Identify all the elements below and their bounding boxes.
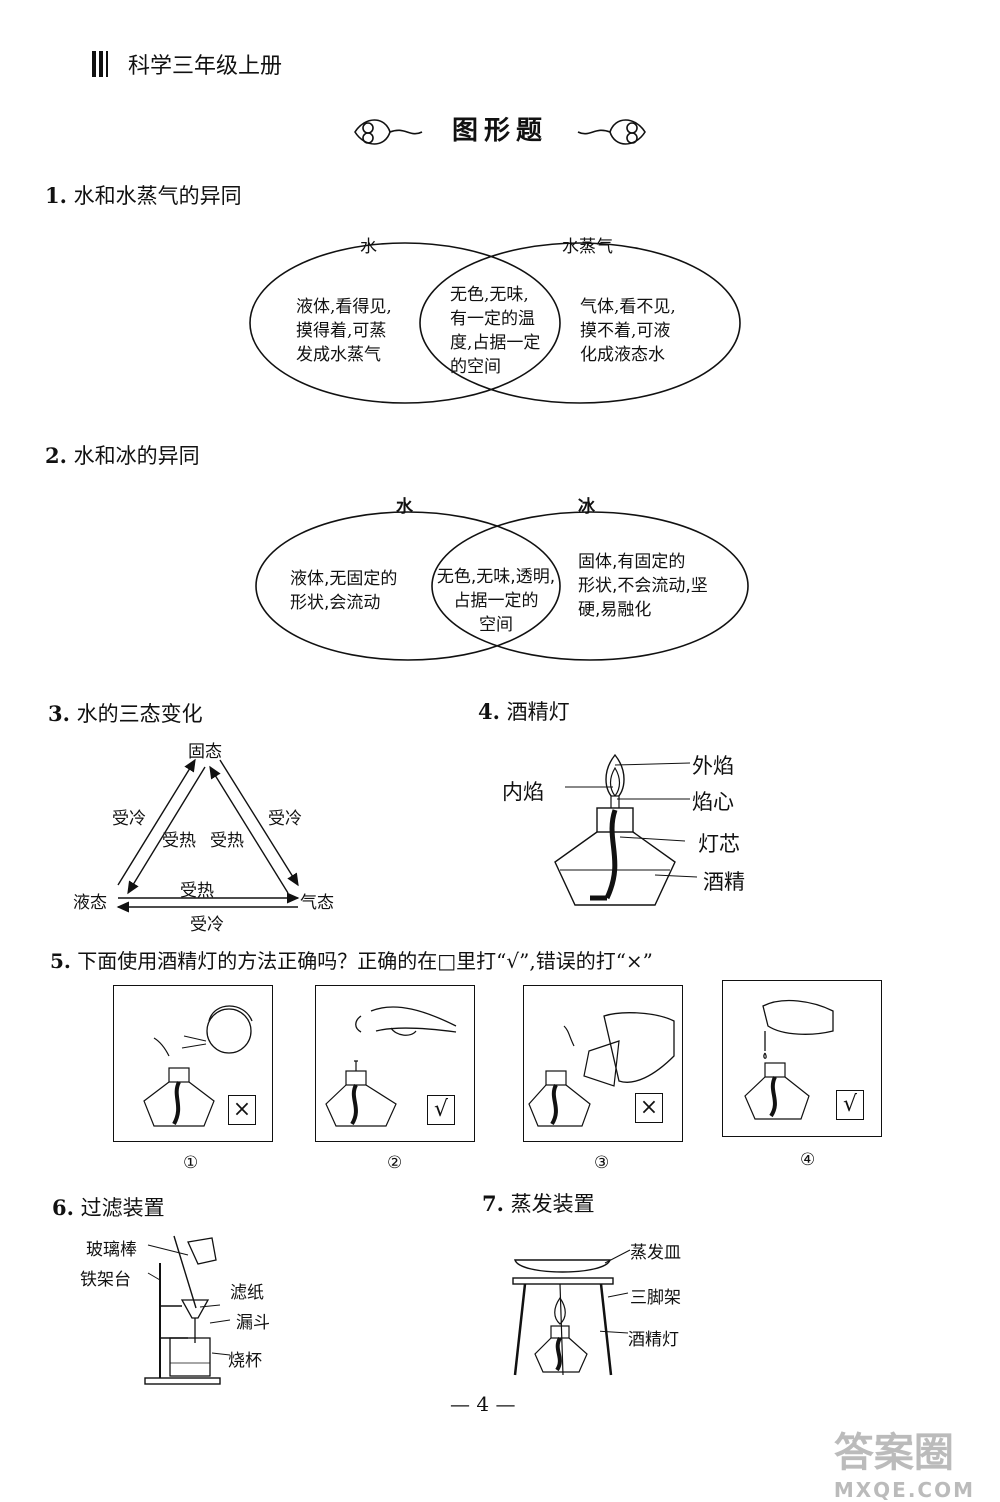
q2-right-label: 冰	[578, 497, 595, 517]
q5-checkbox-2: √	[427, 1095, 455, 1125]
q6-glass-rod: 玻璃棒	[86, 1240, 137, 1260]
left-ornament-icon	[354, 119, 423, 145]
q7-tripod: 三脚架	[630, 1288, 681, 1308]
q4-alcohol: 酒精	[703, 870, 745, 894]
filtration-apparatus-icon	[144, 1235, 221, 1385]
q5-panel-num-4: ④	[800, 1150, 816, 1170]
section-ornaments	[354, 119, 646, 145]
q1-middle-text: 无色,无味,有一定的温度,占据一定的空间	[450, 285, 541, 377]
q2-right-text: 固体,有固定的形状,不会流动,坚硬,易融化	[578, 552, 708, 620]
section-title: 图形题	[451, 116, 548, 146]
q2-middle-text: 无色,无味,透明,占据一定的空间	[436, 567, 556, 635]
q1-left-text: 液体,看得见,摸得着,可蒸发成水蒸气	[296, 297, 392, 365]
q5-panel-3	[523, 985, 683, 1142]
q4-title: 4. 酒精灯	[478, 699, 570, 724]
q4-wick: 灯芯	[698, 832, 740, 856]
q3-gas: 气态	[300, 893, 334, 913]
q3-solid: 固态	[188, 742, 222, 762]
q3-cool-right: 受冷	[268, 809, 302, 829]
q5-panel-num-1: ①	[183, 1153, 199, 1173]
blowing-out-lamp-icon	[143, 1005, 253, 1127]
q1-right-text: 气体,看不见,摸不着,可液化成液态水	[580, 297, 676, 365]
q3-heat-left: 受热	[162, 831, 196, 851]
q4-outer-flame: 外焰	[692, 754, 734, 778]
q1-title: 1. 水和水蒸气的异同	[45, 183, 242, 208]
q3-title: 3. 水的三态变化	[48, 701, 203, 726]
q3-cool-bottom: 受冷	[190, 915, 224, 935]
q3-state-diagram	[116, 758, 300, 913]
q1-left-label: 水	[360, 237, 377, 257]
lid-extinguish-icon	[325, 1006, 457, 1127]
q3-heat-bottom: 受热	[180, 881, 214, 901]
q6-beaker: 烧杯	[228, 1351, 262, 1371]
q7-lamp: 酒精灯	[628, 1330, 679, 1350]
q7-dish: 蒸发皿	[630, 1243, 681, 1263]
q4-inner-flame: 内焰	[502, 780, 544, 804]
header-bars-icon	[92, 51, 111, 83]
q2-venn-diagram	[255, 511, 749, 661]
q5-panel-num-3: ③	[594, 1153, 610, 1173]
q7-leader-lines	[600, 1249, 631, 1334]
q5-title: 5. 下面使用酒精灯的方法正确吗？正确的在□里打“√”,错误的打“×”	[50, 949, 653, 973]
q4-flame-core: 焰心	[692, 790, 734, 814]
watermark: 答案圈 MXQE.COM	[833, 1430, 975, 1502]
q7-title: 7. 蒸发装置	[482, 1191, 595, 1216]
q5-checkbox-3: ×	[635, 1093, 663, 1123]
q2-title: 2. 水和冰的异同	[45, 443, 200, 468]
q3-heat-right: 受热	[210, 831, 244, 851]
book-title: 科学三年级上册	[128, 54, 283, 79]
q6-leader-lines	[147, 1244, 231, 1356]
q5-checkbox-1: ×	[228, 1095, 256, 1125]
q3-liquid: 液态	[73, 893, 107, 913]
page-header: 科学三年级上册	[92, 48, 282, 83]
q5-panel-num-2: ②	[387, 1153, 403, 1173]
alcohol-lamp-icon	[554, 753, 676, 906]
page-number: — 4 —	[450, 1392, 516, 1416]
lighting-from-lamp-icon	[528, 1012, 675, 1127]
q1-right-label: 水蒸气	[562, 237, 613, 257]
q2-left-text: 液体,无固定的形状,会流动	[290, 569, 398, 613]
q5-checkbox-4: √	[836, 1090, 864, 1120]
q6-funnel: 漏斗	[236, 1313, 270, 1333]
q5-panel-1	[113, 985, 273, 1142]
q4-leader-lines	[565, 762, 698, 878]
q6-filter-paper: 滤纸	[230, 1283, 264, 1303]
q6-title: 6. 过滤装置	[52, 1195, 165, 1220]
q3-cool-left: 受冷	[112, 809, 146, 829]
q2-left-label: 水	[396, 497, 413, 517]
match-lighting-icon	[744, 999, 834, 1120]
q1-venn-diagram	[249, 242, 741, 404]
q5-panel-2	[315, 985, 475, 1142]
right-ornament-icon	[577, 119, 646, 145]
q6-iron-stand: 铁架台	[80, 1270, 131, 1290]
q5-panel-4	[722, 980, 882, 1137]
evaporation-apparatus-icon	[512, 1259, 614, 1376]
